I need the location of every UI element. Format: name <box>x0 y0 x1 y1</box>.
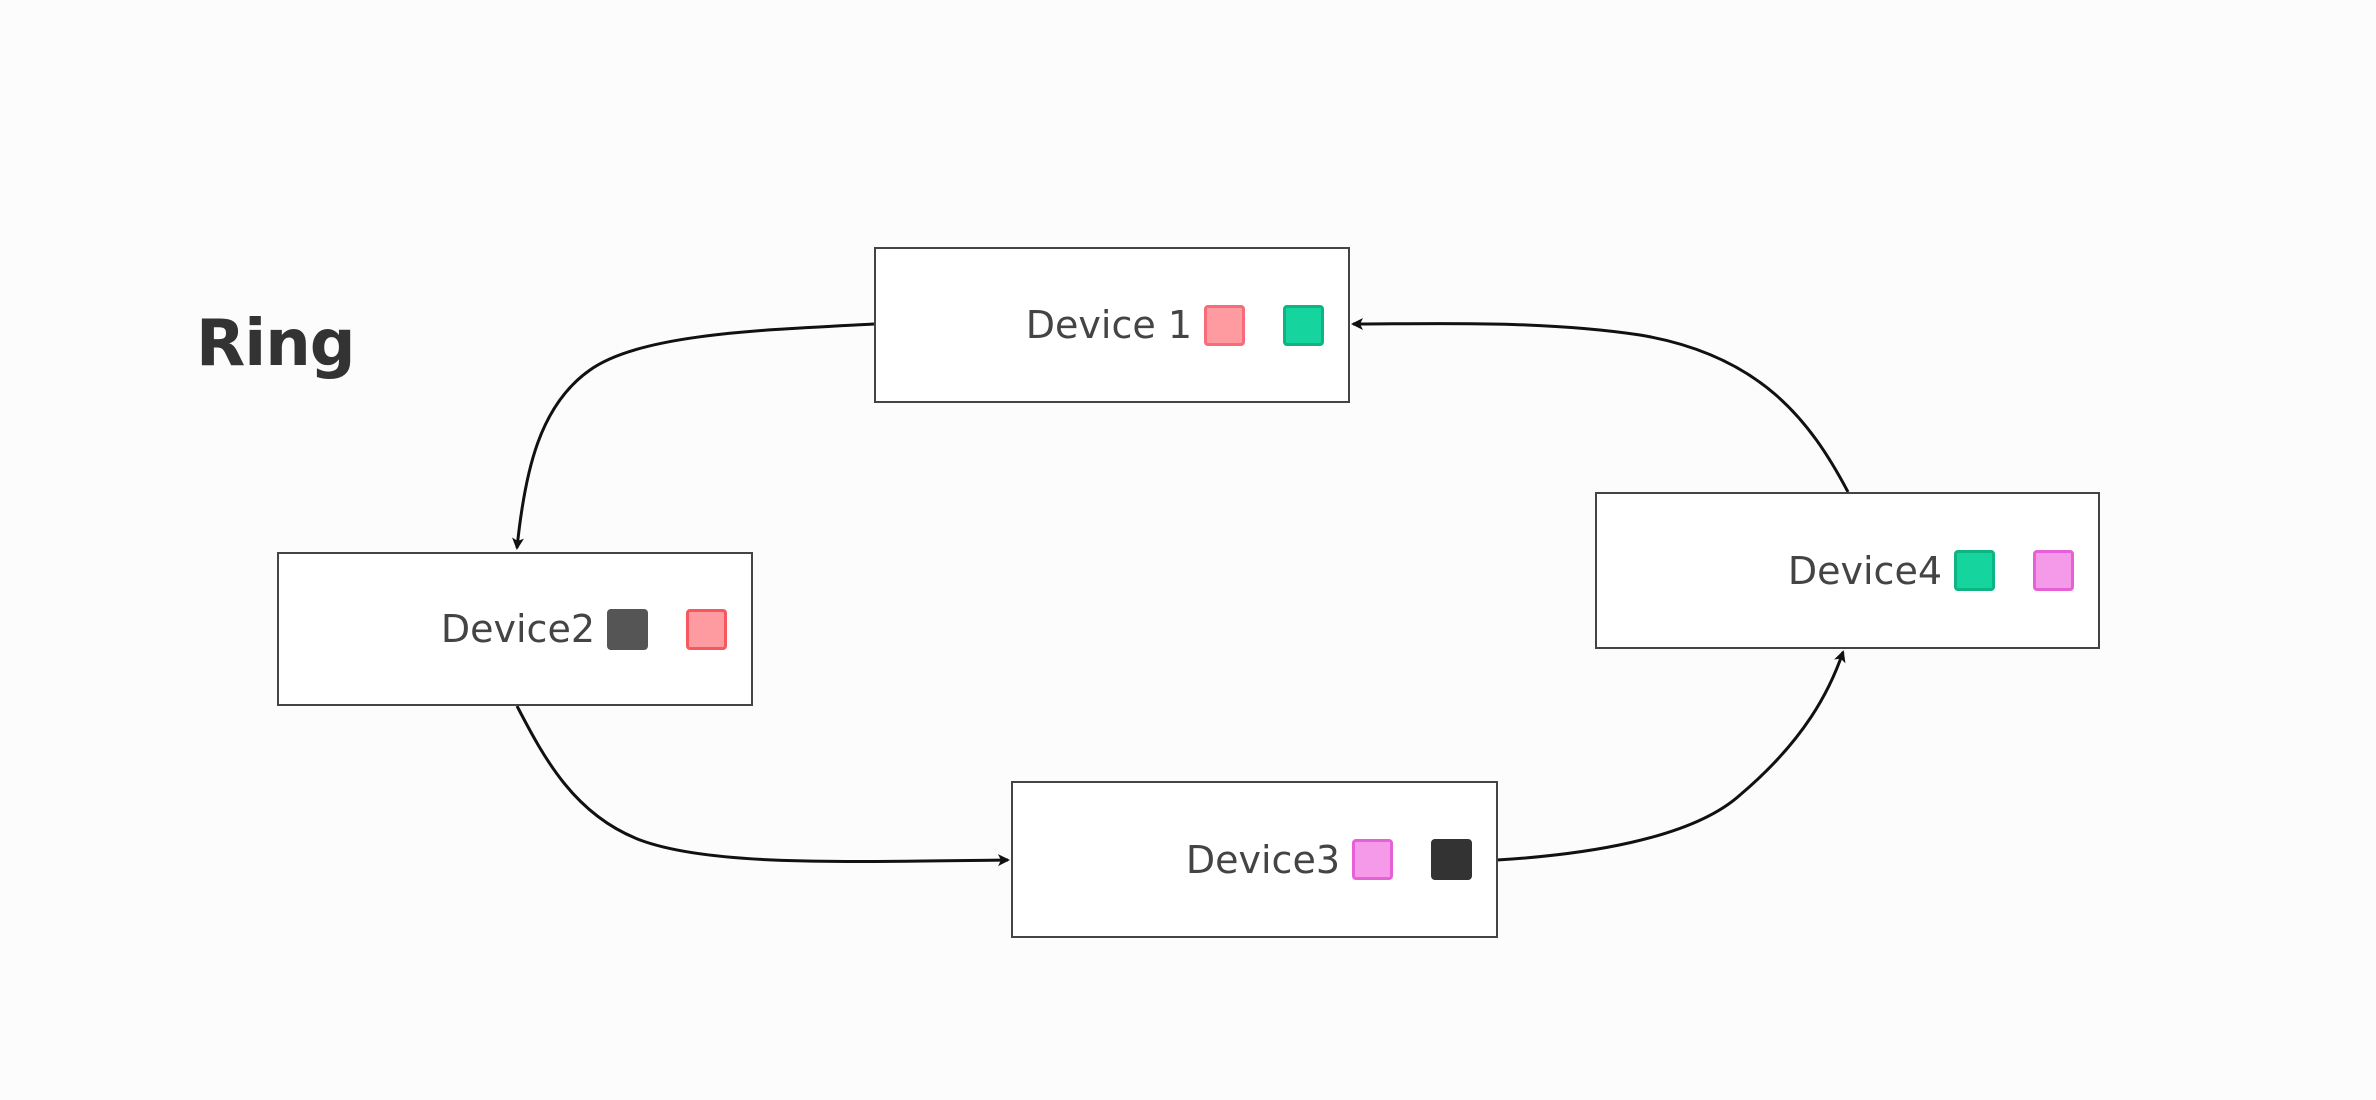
magenta-square <box>2033 550 2074 591</box>
gray-square <box>607 608 648 650</box>
device-label: Device3 <box>1185 837 1340 882</box>
device-4-node: Device4 <box>1595 492 2100 649</box>
device-3-node: Device3 <box>1011 781 1498 938</box>
link-device3-to-device4 <box>1496 650 1846 862</box>
device-label: Device2 <box>440 607 595 651</box>
teal-square <box>1283 304 1324 346</box>
pink-square <box>1204 304 1245 346</box>
device-label: Device4 <box>1787 548 1942 593</box>
pink-square <box>686 608 727 650</box>
dark-square <box>1431 839 1472 880</box>
link-device1-to-device2 <box>512 322 875 550</box>
device-label: Device 1 <box>1025 303 1192 347</box>
device-2-node: Device2 <box>277 552 753 706</box>
teal-square <box>1954 550 1995 591</box>
link-device2-to-device3 <box>515 705 1010 867</box>
device-1-node: Device 1 <box>874 247 1350 403</box>
link-device4-to-device1 <box>1351 317 1850 493</box>
diagram-title: Ring <box>196 307 356 381</box>
magenta-square <box>1352 839 1393 880</box>
